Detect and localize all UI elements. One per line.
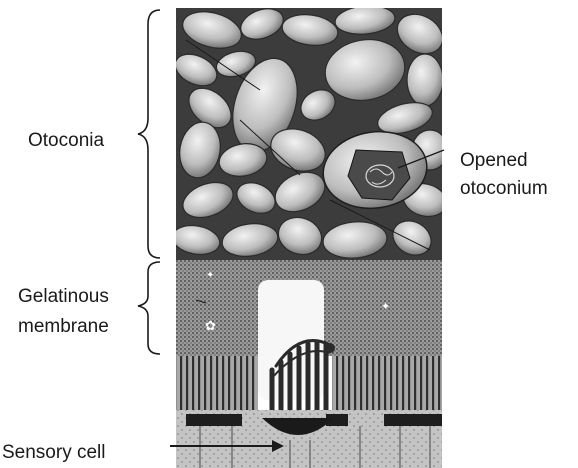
svg-text:✦: ✦	[381, 300, 390, 313]
svg-text:✦: ✦	[206, 270, 214, 281]
svg-text:✿: ✿	[205, 319, 216, 334]
otoconia-layer	[170, 3, 450, 262]
gelatinous-membrane-label-line1: Gelatinous	[18, 286, 109, 307]
opened-otoconium-label-line2: otoconium	[460, 178, 548, 199]
kinocilium-tip	[325, 343, 335, 353]
otoconia-brace	[138, 10, 160, 258]
sensory-cell-layer	[176, 410, 442, 468]
otoconia-label: Otoconia	[28, 130, 104, 151]
membrane-brace	[138, 262, 160, 354]
gelatinous-membrane-label-line2: membrane	[18, 316, 109, 337]
opened-otoconium-label-line1: Opened	[460, 150, 528, 171]
sensory-cell-label: Sensory cell	[2, 442, 106, 463]
